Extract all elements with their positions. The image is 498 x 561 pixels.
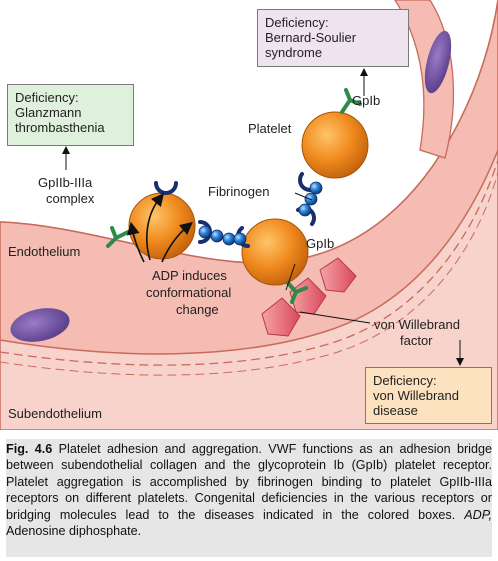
gpib-receptors [106, 88, 362, 304]
box-line: disease [373, 403, 418, 418]
label-adp-line3: change [176, 302, 219, 317]
box-line: Bernard-Soulier [265, 30, 357, 45]
deficiency-box-von-willebrand: Deficiency: von Willebrand disease [365, 367, 492, 424]
adp-arrows [126, 193, 193, 263]
deficiency-box-glanzmann: Deficiency: Glanzmann thrombasthenia [7, 84, 134, 146]
basement-membrane [0, 159, 498, 366]
box-line: Deficiency: [15, 90, 79, 105]
box-line: Deficiency: [265, 15, 329, 30]
caption-figure-number: Fig. 4.6 [6, 442, 53, 456]
fibrinogen-chain-horizontal [198, 225, 247, 246]
label-gpiib-line1: GpIIb-IIIa [38, 175, 93, 190]
endothelial-nucleus [10, 308, 70, 342]
label-gpib-top: GpIb [352, 93, 380, 108]
endothelium-layer [0, 0, 498, 355]
label-adp-line2: conformational [146, 285, 231, 300]
box-line: syndrome [265, 45, 323, 60]
label-gpiib-line2: complex [46, 191, 95, 206]
caption-title: Platelet adhesion and aggregation. [58, 442, 262, 456]
leader-lines [62, 68, 464, 366]
figure-caption: Fig. 4.6 Platelet adhesion and aggregati… [6, 439, 492, 557]
endothelial-nucleus [424, 30, 452, 94]
fibrinogen-chain-vertical [298, 181, 323, 217]
platelet-middle [241, 218, 309, 286]
label-vwf-line1: von Willebrand [374, 317, 460, 332]
caption-abbr-term: ADP, [464, 507, 493, 522]
label-adp-line1: ADP induces [152, 268, 227, 283]
caption-body: VWF functions as an adhesion bridge betw… [6, 442, 492, 522]
label-fibrinogen: Fibrinogen [208, 184, 269, 199]
label-gpib-bottom: GpIb [306, 236, 334, 251]
box-line: Deficiency: [373, 373, 437, 388]
label-platelet: Platelet [248, 121, 292, 136]
box-line: Glanzmann [15, 105, 82, 120]
platelet-adhesion-diagram: Platelet GpIb Fibrinogen GpIb GpIIb-IIIa… [0, 0, 498, 430]
box-line: thrombasthenia [15, 120, 105, 135]
basement-membrane-inner [0, 171, 498, 376]
label-vwf-line2: factor [400, 333, 433, 348]
caption-abbr-def: Adenosine diphosphate. [6, 524, 142, 539]
vwf-molecules [261, 257, 357, 337]
box-line: von Willebrand [373, 388, 459, 403]
deficiency-box-bernard-soulier: Deficiency: Bernard-Soulier syndrome [257, 9, 409, 67]
label-subendothelium: Subendothelium [8, 406, 102, 421]
platelet-top [301, 111, 369, 179]
label-endothelium: Endothelium [8, 244, 80, 259]
